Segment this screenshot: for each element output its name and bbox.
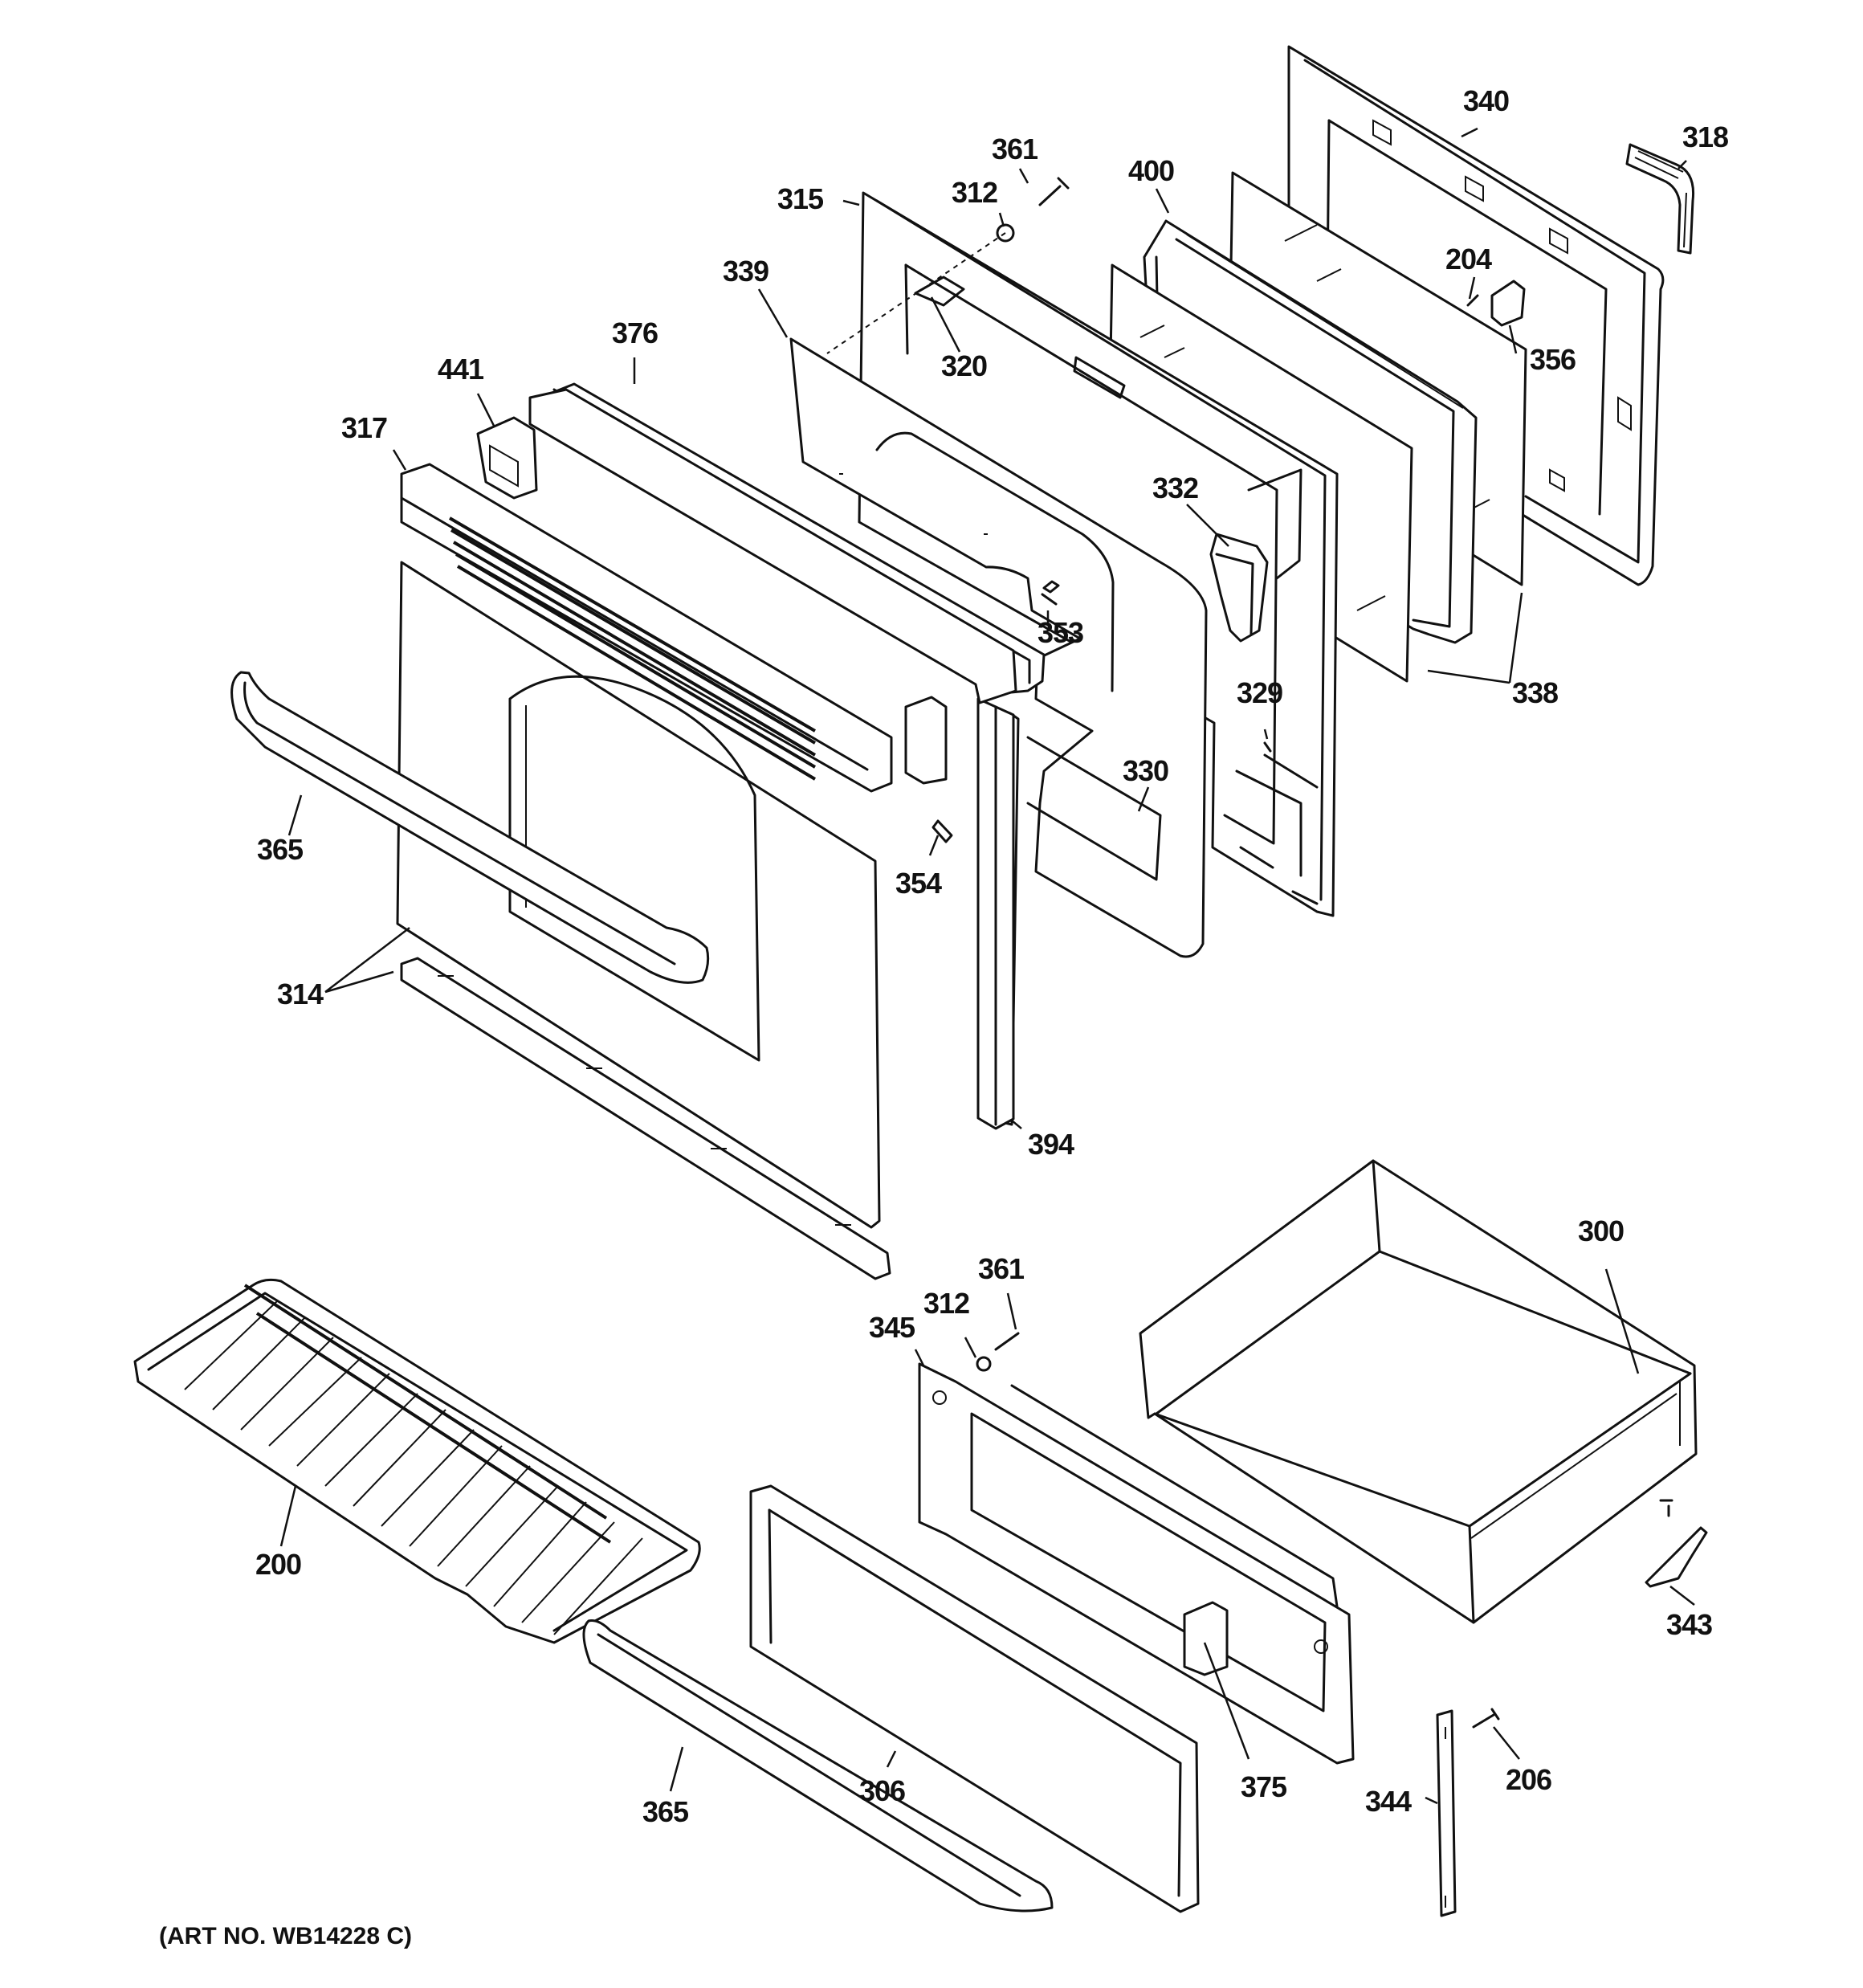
part-365-door-handle (230, 671, 710, 984)
label-375: 375 (1241, 1770, 1287, 1803)
part-354-clip (932, 819, 953, 843)
label-330: 330 (1123, 754, 1168, 787)
part-332-hinge (1209, 533, 1269, 643)
part-394-side-trim (976, 697, 1015, 1130)
part-312-361-screws-bottom (976, 1332, 1020, 1372)
label-345: 345 (869, 1311, 915, 1344)
label-300: 300 (1578, 1214, 1624, 1247)
part-441-bracket (476, 416, 538, 500)
part-344-drawer-slide (1436, 1709, 1457, 1917)
leader-lines (279, 127, 1695, 1805)
label-329: 329 (1237, 676, 1282, 709)
part-343-drawer-glide (1645, 1499, 1708, 1588)
part-375-bracket (1183, 1601, 1229, 1676)
part-339-insulation (789, 337, 1208, 958)
part-labels: 340 318 361 315 312 400 339 204 356 376 … (159, 84, 1729, 1949)
part-317-vent-trim (400, 463, 893, 793)
label-376: 376 (612, 316, 658, 349)
part-204-screw (1466, 294, 1479, 307)
label-317: 317 (341, 411, 387, 444)
part-317-door-top-panel (528, 388, 1017, 704)
part-318-gasket (1625, 143, 1695, 255)
label-332: 332 (1152, 471, 1198, 504)
label-306: 306 (859, 1774, 905, 1807)
label-343: 343 (1666, 1608, 1712, 1641)
part-300-drawer-box (1139, 1159, 1698, 1624)
label-354: 354 (895, 867, 942, 900)
label-394: 394 (1028, 1128, 1074, 1161)
part-365-drawer-handle (582, 1619, 1054, 1912)
label-361-bottom: 361 (978, 1252, 1025, 1285)
label-338: 338 (1512, 676, 1558, 709)
label-441: 441 (438, 353, 484, 386)
label-400: 400 (1128, 154, 1174, 187)
part-200-oven-rack (133, 1278, 701, 1644)
label-204: 204 (1445, 243, 1492, 276)
part-340-door-back-panel (1287, 45, 1665, 586)
part-356-hinge-clip (1490, 280, 1526, 327)
label-353: 353 (1037, 616, 1083, 649)
part-314-outer-door (396, 561, 881, 1229)
label-314: 314 (277, 978, 324, 1010)
part-329-screw (1263, 741, 1272, 753)
label-312-top: 312 (952, 176, 997, 209)
label-365-bottom: 365 (642, 1795, 689, 1828)
label-344: 344 (1365, 1785, 1412, 1818)
label-365-top: 365 (257, 833, 304, 866)
label-339: 339 (723, 255, 768, 288)
label-315: 315 (777, 182, 824, 215)
label-318: 318 (1682, 120, 1728, 153)
art-number: (ART NO. WB14228 C) (159, 1923, 412, 1949)
part-314-bottom-strip (400, 957, 891, 1280)
label-361-top: 361 (992, 133, 1038, 165)
part-353-screw (1041, 580, 1060, 606)
label-200: 200 (255, 1548, 301, 1581)
label-206: 206 (1506, 1763, 1551, 1796)
label-320: 320 (941, 349, 987, 382)
part-345-drawer-front-frame (918, 1362, 1355, 1765)
label-312-bottom: 312 (923, 1287, 969, 1320)
part-306-drawer-panel (749, 1484, 1200, 1913)
part-206-screw (1472, 1708, 1500, 1729)
part-hinge-bracket-right (904, 696, 948, 785)
label-356: 356 (1530, 343, 1576, 376)
label-340: 340 (1463, 84, 1509, 117)
